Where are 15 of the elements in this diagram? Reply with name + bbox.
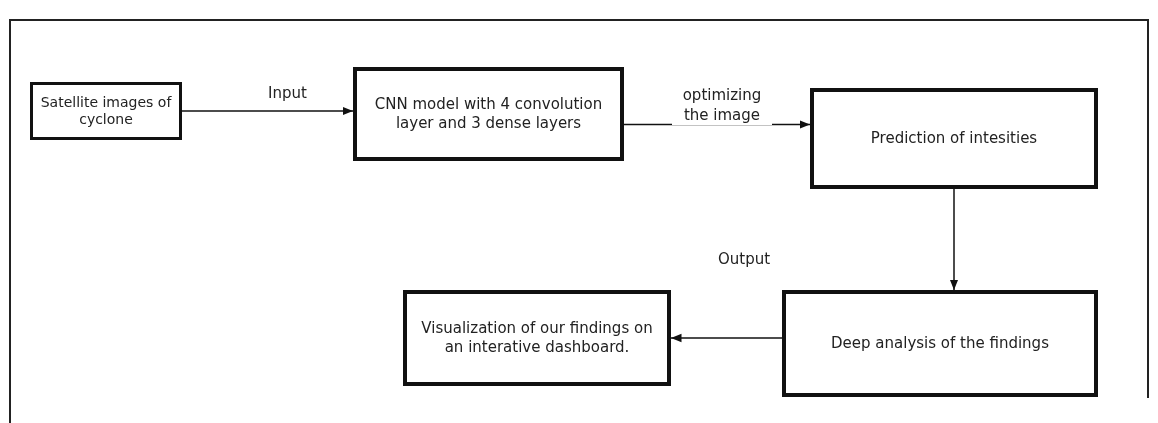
arrow: [670, 333, 783, 343]
edge-label: optimizing the image: [672, 86, 772, 125]
process-box: [782, 290, 1098, 397]
arrow: [181, 106, 354, 116]
box-text: CNN model with 4 convolution layer and 3 dense layers: [373, 94, 604, 134]
box-text: Satellite images of cyclone: [39, 94, 173, 128]
box-text: Deep analysis of the findings: [831, 333, 1049, 354]
process-box: [30, 82, 182, 140]
process-box: [353, 67, 624, 161]
output-label: Output: [718, 250, 771, 270]
arrow: [949, 188, 959, 291]
box-text: Prediction of intesities: [870, 128, 1038, 149]
process-box: [403, 290, 671, 386]
box-text: Visualization of our findings on an interative dashboard.: [420, 318, 654, 358]
process-box: [810, 88, 1098, 189]
